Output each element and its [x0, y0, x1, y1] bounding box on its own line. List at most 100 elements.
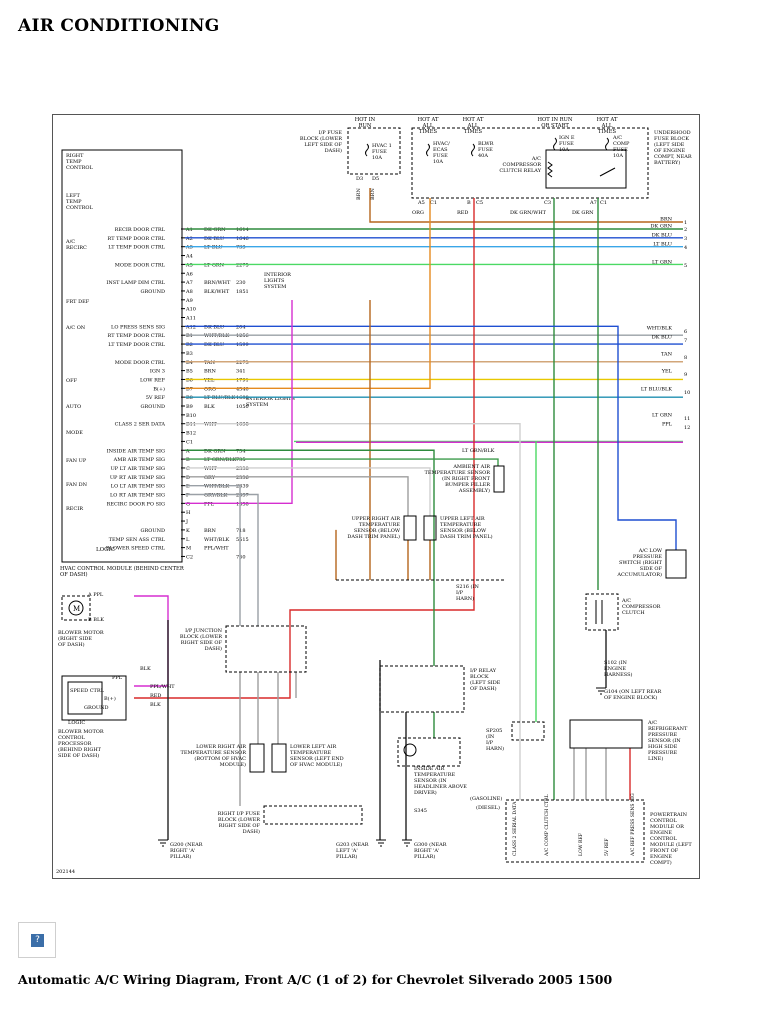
blower-red-label: RED [150, 693, 161, 699]
wire-label-brn-v2: BRN [370, 188, 376, 200]
pin-id-f: F [186, 493, 190, 499]
pin-id-b1: B1 [186, 333, 193, 339]
conn-b: B [467, 200, 471, 206]
bus-wire-label-6: WHT/BLK [647, 326, 673, 332]
pin-signal-e: LO LT AIR TEMP SIG [111, 484, 165, 490]
lower-right-sensor-box [249, 743, 265, 773]
bus-wire-number-11: 11 [684, 416, 690, 422]
pcm-signal-3: 5V REF [604, 838, 610, 856]
pin-id-a9: A9 [185, 298, 193, 304]
bus-wire-label-4: LT BLU [653, 242, 672, 248]
pin-signal-a12: LO PRESS SENS SIG [111, 324, 165, 330]
bus-wire-number-6: 6 [684, 329, 687, 335]
pin-id-b4: B4 [186, 360, 193, 366]
pin-circuit-b2: 1599 [236, 342, 249, 348]
wire-wht-upleft [185, 467, 431, 516]
help-button[interactable]: ? [18, 922, 56, 958]
pin-signal-a1: RECIR DOOR CTRL [115, 227, 166, 233]
hvac-control-frt-def: FRT DEF [66, 299, 90, 305]
blower-control-processor-box [61, 675, 127, 721]
pin-id-a1: A1 [185, 227, 193, 233]
pin-id-b: B [186, 457, 190, 463]
ground-symbol-g300 [402, 839, 412, 847]
pin-signal-k: GROUND [141, 528, 165, 534]
pin-id-a10: A10 [185, 307, 196, 313]
pin-circuit-k: 718 [236, 528, 246, 534]
wire-blk-grounds [167, 620, 607, 840]
wire-lower-sensors [185, 484, 259, 626]
conn-c1: C1 [430, 200, 437, 206]
hvac-control-fan-dn: FAN DN [66, 482, 88, 488]
wire-label-dkgrnwht: DK GRN/WHT [510, 210, 547, 216]
blower-a-wire-label: A PPL [87, 592, 104, 598]
page-caption: Automatic A/C Wiring Diagram, Front A/C … [18, 972, 613, 987]
pin-circuit-a8: 1851 [236, 289, 249, 295]
pin-circuit-b1: 1256 [236, 333, 249, 339]
speed-ctrl-label: SPEED CTRL [70, 688, 105, 694]
pin-signal-a: INSIDE AIR TEMP SIG [107, 448, 165, 454]
pin-id-m: M [186, 546, 191, 552]
pin-signal-a2: RT TEMP DOOR CTRL [108, 236, 166, 242]
upper-right-sensor-box [403, 515, 417, 541]
pin-signal-a7: INST LAMP DIM CTRL [106, 280, 165, 286]
wire-brn-1 [369, 188, 683, 223]
pin-circuit-g: 1838 [236, 501, 249, 507]
pin-signal-b7: B(+) [153, 385, 165, 392]
bus-wire-number-3: 3 [684, 236, 687, 242]
pin-circuit-a12: 204 [236, 324, 246, 330]
pin-signal-b6: LOW REF [140, 377, 166, 383]
diagram-frame [52, 114, 700, 879]
pin-id-b10: B10 [186, 413, 196, 419]
relay-coil-icon [547, 161, 553, 178]
conn-a5: A5 [417, 200, 425, 206]
pin-wire-b: LT GRN/BLK [204, 457, 237, 463]
wire-label-red: RED [457, 210, 468, 216]
pin-signal-b9: GROUND [141, 404, 165, 410]
bus-wire-label-11: LT GRN [652, 413, 673, 419]
fuse-symbol-blwr [471, 143, 475, 157]
pin-signal-l: TEMP SEN ASS CTRL [109, 537, 166, 543]
pin-circuit-b9: 1050 [236, 404, 249, 410]
pin-signal-b: AMB AIR TEMP SIG [113, 457, 165, 463]
pin-signal-b5: IGN 3 [150, 369, 165, 375]
bus-wire-number-1: 1 [684, 220, 687, 226]
pin-wire-a8: BLK/WHT [204, 289, 230, 295]
pcm-box [505, 799, 645, 863]
pin-id-b2: B2 [186, 342, 193, 348]
bus-wire-number-10: 10 [684, 390, 690, 396]
pin-signal-b8: 5V REF [146, 395, 166, 401]
conn-c3: C3 [544, 200, 551, 206]
pin-wire-c: WHT [204, 466, 217, 472]
pin-wire-a7: BRN/WHT [204, 280, 231, 286]
pin-wire-m: PPL/WHT [204, 546, 229, 552]
pin-id-a8: A8 [185, 289, 193, 295]
ambient-sensor-box [493, 465, 505, 493]
ip-relay-block-box [379, 665, 465, 713]
pin-circuit-a2: 1646 [236, 236, 249, 242]
pin-id-a5: A5 [185, 262, 193, 268]
ground-symbol-g200 [158, 839, 168, 847]
bus-wire-number-2: 2 [684, 227, 687, 233]
